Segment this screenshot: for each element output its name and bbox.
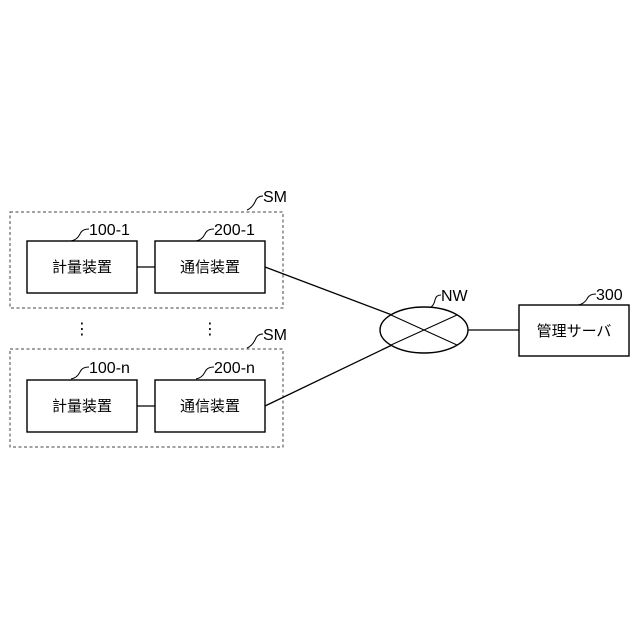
smart-meter-ref-n: SM (263, 327, 287, 344)
metering-device-ref-n: 100-n (89, 360, 130, 377)
smart-meter-group-n: SM 計量装置 100-n 通信装置 200-n (10, 327, 287, 447)
management-server: 管理サーバ 300 (519, 287, 629, 356)
communication-device-label-n: 通信装置 (180, 397, 240, 415)
metering-device-ref-1: 100-1 (89, 222, 130, 239)
communication-device-label-1: 通信装置 (180, 258, 240, 276)
management-server-ref: 300 (596, 287, 623, 304)
network-leader (431, 295, 441, 307)
communication-device-leader-1 (196, 229, 214, 241)
smart-meter-leader-1 (247, 196, 263, 210)
smart-meter-group-1: SM 計量装置 100-1 通信装置 200-1 (10, 189, 287, 308)
management-server-label: 管理サーバ (537, 322, 612, 340)
network: NW (265, 267, 519, 406)
network-ref: NW (441, 288, 469, 305)
communication-device-ref-n: 200-n (214, 360, 255, 377)
ellipsis-meter: ⋮ (74, 319, 90, 338)
communication-device-ref-1: 200-1 (214, 222, 255, 239)
ellipsis-comm: ⋮ (202, 319, 218, 338)
communication-device-leader-n (196, 367, 214, 379)
smart-meter-leader-n (247, 334, 263, 348)
smart-meter-ref-1: SM (263, 189, 287, 206)
metering-device-leader-n (71, 367, 89, 379)
comm-network-link-n (265, 345, 392, 406)
comm-network-link-1 (265, 267, 392, 315)
metering-device-leader-1 (71, 229, 89, 241)
metering-device-label-n: 計量装置 (52, 397, 112, 415)
management-server-leader (578, 294, 596, 305)
metering-device-label-1: 計量装置 (52, 258, 112, 276)
